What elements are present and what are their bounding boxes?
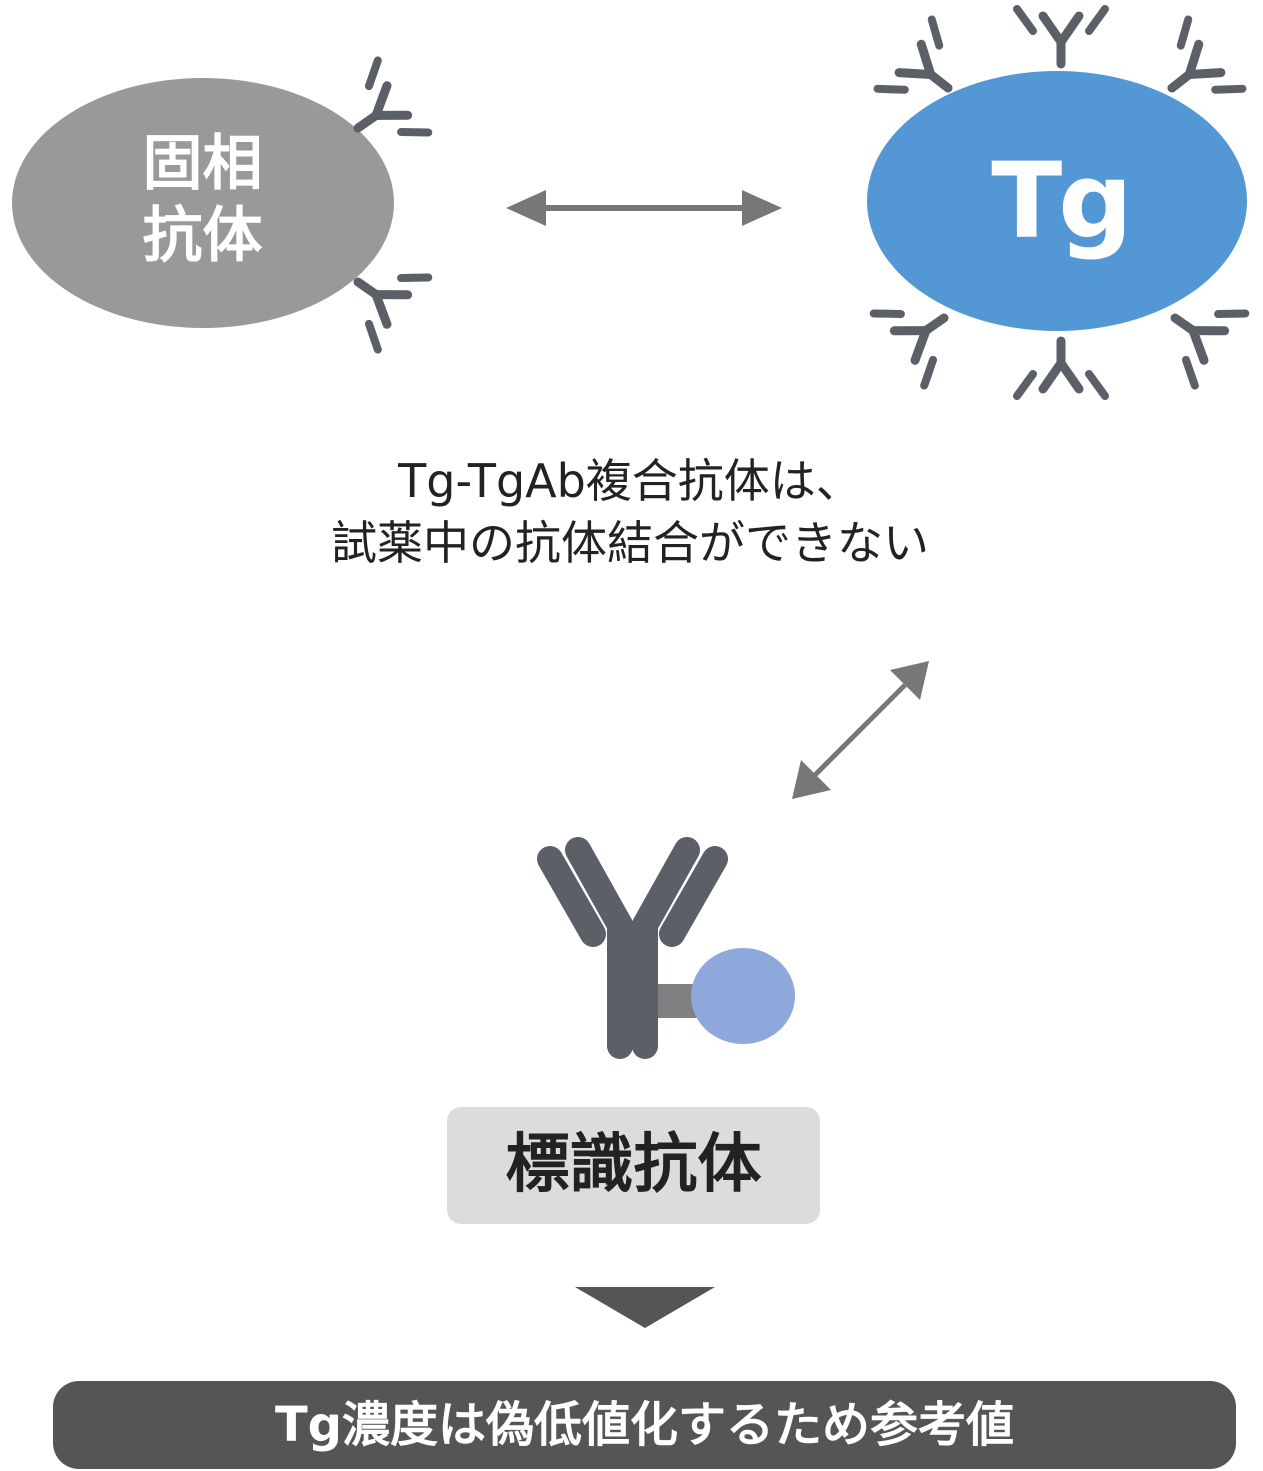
label-marker	[691, 948, 795, 1044]
antibody-icon	[1017, 9, 1105, 64]
down-triangle-icon	[575, 1287, 715, 1328]
solid-phase-label: 固相 抗体	[100, 128, 305, 272]
binding-note-line1: Tg-TgAb複合抗体は、	[398, 454, 862, 508]
result-text: Tg濃度は偽低値化するため参考値	[274, 1397, 1015, 1453]
tg-antigen-ellipse	[867, 71, 1247, 331]
labeled-antibody-label: 標識抗体	[505, 1128, 762, 1202]
tg-label: Tg	[991, 140, 1132, 262]
result-bar	[53, 1381, 1236, 1469]
solid-phase-ellipse	[12, 78, 394, 328]
double-arrow-icon	[792, 661, 929, 799]
labeled-antibody-icon	[537, 837, 795, 1059]
binding-note-line2: 試薬中の抗体結合ができない	[331, 516, 929, 570]
labeled-antibody-box	[447, 1107, 820, 1224]
binding-note: Tg-TgAb複合抗体は、 試薬中の抗体結合ができない	[180, 450, 1080, 574]
antibody-icon	[1017, 341, 1105, 396]
solid-phase-label-line1: 固相	[142, 129, 263, 199]
solid-phase-label-line2: 抗体	[142, 201, 263, 271]
double-arrow-icon	[506, 190, 782, 226]
